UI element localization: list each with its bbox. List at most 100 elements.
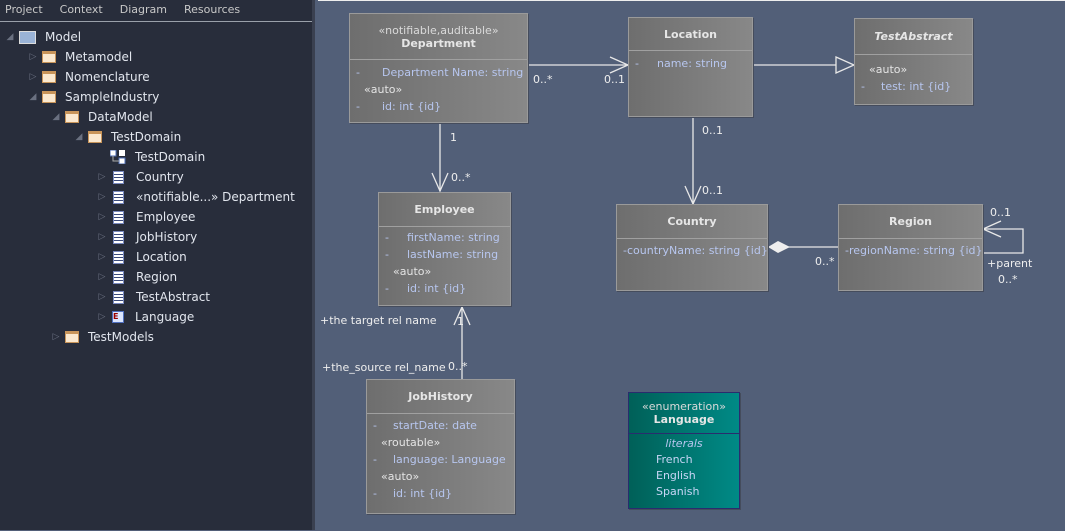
tree-item[interactable]: ◢ Model (4, 27, 82, 47)
folder-icon (42, 71, 56, 83)
tree-item-label: Metamodel (65, 50, 133, 64)
attribute[interactable]: -startDate: date (367, 417, 514, 434)
attribute[interactable]: -countryName: string {id} (617, 242, 768, 259)
expand-arrow-icon[interactable]: ▷ (98, 312, 106, 322)
expand-arrow-icon[interactable]: ▷ (29, 72, 37, 82)
attribute-text: test: int {id} (881, 80, 952, 93)
class-name: Department (401, 36, 476, 50)
multiplicity: 0..* (533, 73, 553, 86)
stereotype: «auto» (869, 63, 908, 76)
visibility: - (373, 419, 377, 432)
tree-item-label: Employee (136, 210, 196, 224)
expand-arrow-icon[interactable]: ▷ (52, 332, 60, 342)
expand-arrow-icon[interactable]: ▷ (98, 232, 106, 242)
literal[interactable]: Spanish (656, 485, 700, 498)
expand-arrow-icon[interactable]: ▷ (98, 172, 106, 182)
project-panel: Project Context Diagram Resources ◢ Model ▷ Me… (0, 0, 315, 530)
visibility: - (373, 453, 377, 466)
attribute-text: firstName: string (407, 231, 500, 244)
expand-arrow-icon[interactable]: ▷ (29, 52, 37, 62)
multiplicity: 0..1 (990, 206, 1011, 219)
tree-item[interactable]: ◢ SampleIndustry (27, 87, 160, 107)
tree-item[interactable]: ▷TestAbstract (96, 287, 210, 307)
tree-item[interactable]: ▷«notifiable...» Department (96, 187, 295, 207)
tree-item[interactable]: ▷Location (96, 247, 187, 267)
attribute[interactable]: -lastName: string (379, 246, 510, 263)
tree-item-label: SampleIndustry (65, 90, 160, 104)
attribute-text: regionName: string {id} (848, 244, 983, 257)
attribute[interactable]: -regionName: string {id} (839, 242, 983, 259)
visibility: - (356, 100, 360, 113)
tree-item[interactable]: ▷ Nomenclature (27, 67, 150, 87)
class-department[interactable]: «notifiable,auditable»Department -Depart… (349, 13, 528, 123)
class-employee[interactable]: Employee -firstName: string -lastName: s… (378, 192, 511, 306)
class-region[interactable]: Region -regionName: string {id} (838, 204, 983, 291)
attribute-text: Department Name: string (382, 66, 524, 79)
visibility: - (861, 80, 865, 93)
tab-resources[interactable]: Resources (183, 3, 241, 16)
arrowhead-region-self (981, 220, 1002, 238)
class-icon (113, 170, 124, 184)
diagram-canvas[interactable]: «notifiable,auditable»Department -Depart… (318, 0, 1065, 530)
collapse-arrow-icon[interactable]: ◢ (6, 32, 14, 42)
enumeration-language[interactable]: «enumeration»Language literals French En… (628, 392, 740, 509)
expand-arrow-icon[interactable]: ▷ (98, 272, 106, 282)
collapse-arrow-icon[interactable]: ◢ (29, 92, 37, 102)
arrowhead-employee (431, 172, 449, 193)
visibility: - (635, 57, 639, 70)
collapse-arrow-icon[interactable]: ◢ (75, 132, 83, 142)
tree-item-label: TestDomain (111, 130, 182, 144)
tree-item[interactable]: TestDomain (96, 147, 205, 167)
tree-item[interactable]: ◢DataModel (50, 107, 153, 127)
expand-arrow-icon[interactable]: ▷ (98, 192, 106, 202)
attribute[interactable]: - id: int {id} (350, 98, 527, 115)
tree-item-label: Model (45, 30, 82, 44)
expand-arrow-icon[interactable]: ▷ (98, 212, 106, 222)
stereotype: «routable» (381, 436, 441, 449)
tab-diagram[interactable]: Diagram (119, 3, 167, 16)
class-icon (113, 190, 124, 204)
tab-context[interactable]: Context (59, 3, 103, 16)
tab-divider (0, 21, 312, 22)
literal[interactable]: English (656, 469, 696, 482)
class-name: Country (667, 215, 717, 228)
class-name: TestAbstract (874, 30, 953, 43)
attribute[interactable]: -id: int {id} (367, 485, 514, 502)
arrowhead-employee-up (453, 305, 471, 326)
attribute[interactable]: -language: Language (367, 451, 514, 468)
class-testabstract[interactable]: TestAbstract «auto» - test: int {id} (854, 18, 973, 105)
tree-item[interactable]: ▷ Region (96, 267, 178, 287)
tree-item-label: JobHistory (136, 230, 198, 244)
tree-item-label: Region (136, 270, 178, 284)
class-location[interactable]: Location -name: string (628, 17, 753, 117)
tab-project[interactable]: Project (5, 3, 43, 16)
tree-item-label: Language (135, 310, 195, 324)
class-icon (113, 250, 124, 264)
multiplicity: 0..* (448, 360, 468, 373)
collapse-arrow-icon[interactable]: ◢ (52, 112, 60, 122)
attribute-text: id: int {id} (382, 100, 442, 113)
model-icon (19, 30, 36, 44)
class-country[interactable]: Country -countryName: string {id} (616, 204, 768, 291)
visibility: - (385, 248, 389, 261)
class-icon (113, 230, 124, 244)
attribute[interactable]: -firstName: string (379, 229, 510, 246)
tree-item[interactable]: ▷TestModels (50, 327, 154, 347)
tree-item[interactable]: ▷ Metamodel (27, 47, 133, 67)
class-jobhistory[interactable]: JobHistory -startDate: date «routable» -… (366, 379, 515, 514)
literal[interactable]: French (656, 453, 693, 466)
attribute[interactable]: - test: int {id} (855, 78, 972, 95)
composition-diamond (768, 241, 790, 253)
attribute[interactable]: -name: string (629, 55, 752, 72)
tree-item[interactable]: ◢ TestDomain (73, 127, 182, 147)
tree-item-label: Nomenclature (65, 70, 150, 84)
tree-item[interactable]: ▷ JobHistory (96, 227, 198, 247)
tree-item[interactable]: ▷Country (96, 167, 184, 187)
tree-item[interactable]: ▷ Employee (96, 207, 196, 227)
attribute[interactable]: -id: int {id} (379, 280, 510, 297)
attribute[interactable]: -Department Name: string (350, 64, 527, 81)
expand-arrow-icon[interactable]: ▷ (98, 252, 106, 262)
stereotype: «auto» (393, 265, 432, 278)
expand-arrow-icon[interactable]: ▷ (98, 292, 106, 302)
